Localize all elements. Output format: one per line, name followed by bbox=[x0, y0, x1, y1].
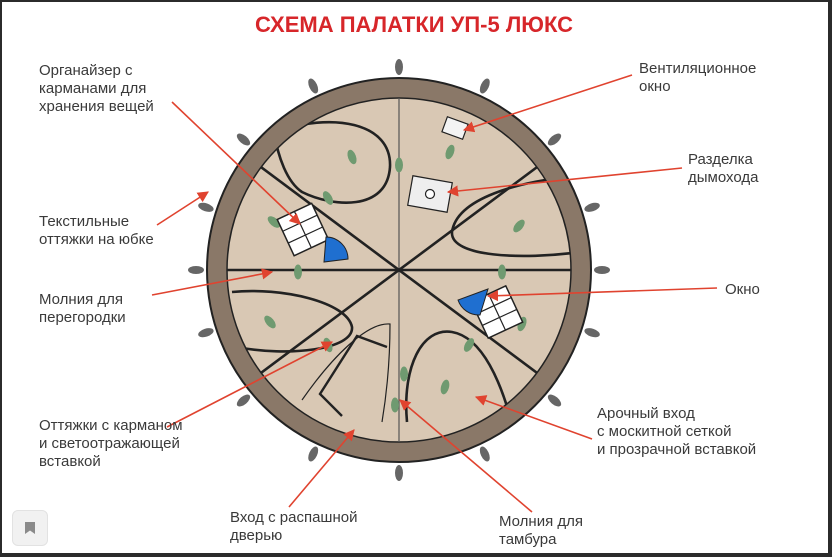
stake-12 bbox=[188, 266, 204, 274]
arrow-guy-lines-skirt bbox=[156, 191, 209, 226]
zipper-pull-7 bbox=[498, 264, 506, 280]
label-organizer: Органайзер с карманами для хранения веще… bbox=[39, 62, 154, 115]
stake-1 bbox=[479, 78, 490, 94]
stake-5 bbox=[584, 328, 600, 338]
stake-6 bbox=[547, 394, 562, 407]
arrow-vent-window bbox=[462, 74, 633, 133]
arrow-chimney bbox=[446, 167, 683, 197]
chimney-cutout bbox=[407, 175, 453, 213]
label-chimney: Разделка дымохода bbox=[688, 151, 759, 186]
zipper-pull-12 bbox=[440, 379, 450, 395]
zipper-pull-10 bbox=[463, 338, 475, 352]
zipper-pull-11 bbox=[400, 366, 408, 382]
guy-line-stakes bbox=[188, 59, 610, 481]
label-arched-entry: Арочный вход с москитной сеткой и прозра… bbox=[597, 405, 756, 458]
arrow-organizer bbox=[171, 101, 301, 225]
label-swing-door: Вход с распашной дверью bbox=[230, 509, 362, 544]
stake-7 bbox=[479, 446, 490, 462]
label-guy-lines-pocket: Оттяжки с карманом и светоотражающей вст… bbox=[39, 417, 187, 470]
arched-entry-top bbox=[272, 120, 392, 204]
arrow-arched-entry bbox=[474, 395, 593, 440]
stake-8 bbox=[395, 465, 403, 481]
stake-13 bbox=[198, 202, 214, 212]
label-vent-window: Вентиляционное окно bbox=[639, 60, 761, 95]
stake-15 bbox=[308, 78, 319, 94]
arrow-window bbox=[486, 287, 718, 302]
arrow-swing-door bbox=[288, 429, 355, 508]
bookmark-button[interactable] bbox=[12, 510, 48, 546]
bookmark-icon bbox=[25, 522, 35, 534]
zipper-pull-2 bbox=[445, 144, 455, 160]
zipper-pull-5 bbox=[513, 219, 525, 233]
zipper-pull-8 bbox=[264, 315, 276, 329]
stake-3 bbox=[584, 202, 600, 212]
window-left bbox=[323, 236, 349, 263]
zipper-pull-1 bbox=[395, 157, 403, 173]
stake-11 bbox=[198, 328, 214, 338]
callout-arrows bbox=[151, 74, 718, 513]
label-partition-zipper: Молния для перегородки bbox=[39, 291, 127, 326]
page-title: СХЕМА ПАЛАТКИ УП-5 ЛЮКС bbox=[255, 12, 573, 37]
stake-4 bbox=[594, 266, 610, 274]
stake-2 bbox=[547, 133, 562, 146]
stake-10 bbox=[236, 394, 251, 407]
swing-door bbox=[318, 334, 388, 417]
zipper-pull-0 bbox=[347, 149, 357, 165]
vestibule-curve bbox=[301, 323, 391, 423]
label-window: Окно bbox=[725, 281, 760, 298]
arched-entry-left-lower bbox=[231, 289, 354, 353]
label-vestibule-zipper: Молния для тамбура bbox=[499, 513, 587, 548]
zipper-pulls bbox=[264, 144, 527, 413]
stake-9 bbox=[308, 446, 319, 462]
arched-entry-bottom bbox=[404, 330, 516, 433]
label-guy-lines-skirt: Текстильные оттяжки на юбке bbox=[39, 213, 154, 248]
window-right bbox=[457, 288, 489, 316]
stake-0 bbox=[395, 59, 403, 75]
stake-14 bbox=[236, 133, 251, 146]
zipper-pull-3 bbox=[322, 191, 334, 205]
tent-interior bbox=[227, 98, 571, 442]
zipper-pull-4 bbox=[267, 216, 281, 228]
zipper-pull-13 bbox=[391, 397, 399, 413]
arrow-guy-lines-pocket bbox=[166, 341, 333, 428]
arrow-partition-zipper bbox=[151, 268, 274, 296]
arrow-vestibule-zipper bbox=[399, 399, 533, 513]
zipper-pull-6 bbox=[294, 264, 302, 280]
